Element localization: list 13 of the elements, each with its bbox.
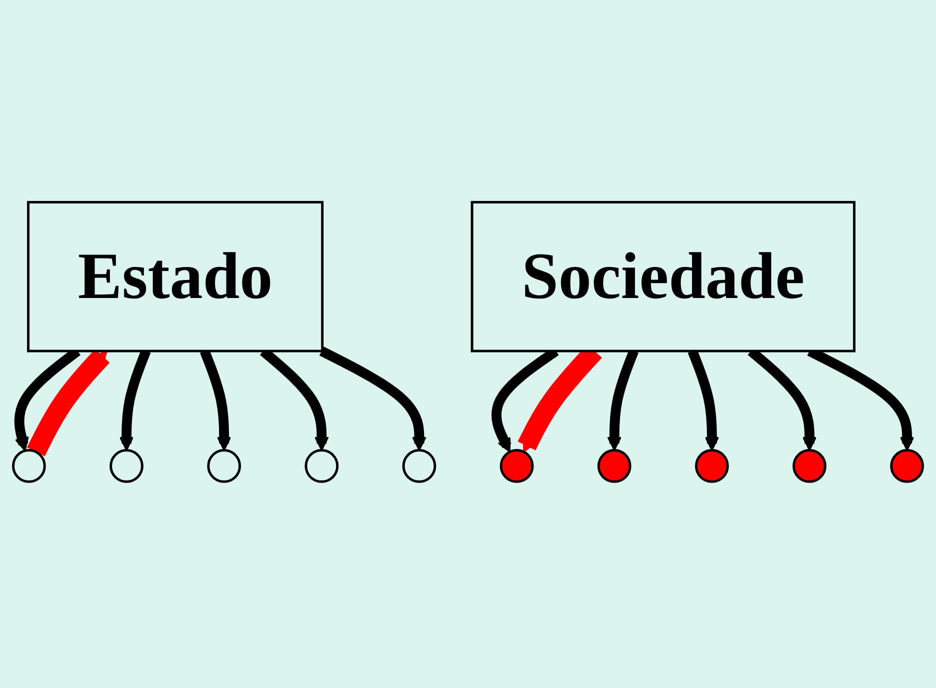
node-box: Sociedade bbox=[470, 200, 856, 352]
node-circle bbox=[890, 449, 924, 483]
node-circle bbox=[694, 449, 729, 483]
node-circle bbox=[402, 449, 436, 483]
node-circle bbox=[12, 449, 46, 483]
node-circle bbox=[304, 449, 339, 483]
node-circle bbox=[597, 449, 632, 483]
node-box: Estado bbox=[27, 200, 324, 352]
node-circle bbox=[110, 449, 144, 483]
node-circle bbox=[792, 449, 826, 483]
arrow bbox=[319, 346, 426, 451]
node-circle bbox=[207, 449, 242, 483]
node-circle bbox=[500, 449, 534, 483]
